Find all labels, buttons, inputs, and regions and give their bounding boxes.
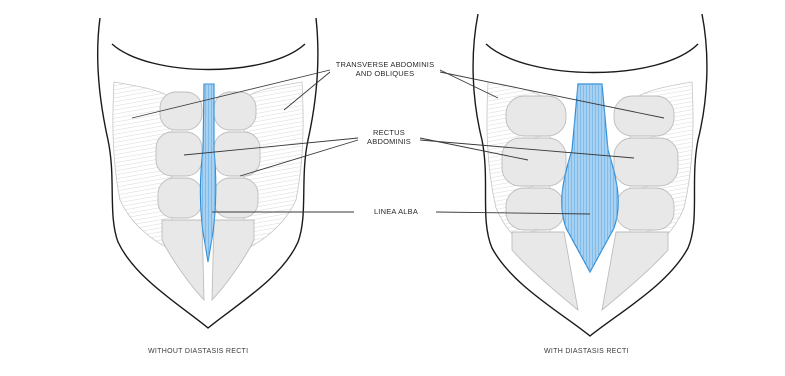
- label-rectus-line1: RECTUS: [358, 128, 420, 137]
- caption-without-diastasis: WITHOUT DIASTASIS RECTI: [148, 348, 248, 355]
- chest-outline-right: [486, 44, 698, 73]
- label-rectus-line2: ABDOMINIS: [358, 137, 420, 146]
- torso-without-diastasis: [98, 18, 318, 328]
- label-transverse-line2: AND OBLIQUES: [332, 69, 438, 78]
- linea-alba-wide-texture: [562, 84, 619, 272]
- label-linea-alba: LINEA ALBA: [356, 207, 436, 216]
- rectus-abdominis-right-side: [212, 92, 260, 300]
- label-transverse-line1: TRANSVERSE ABDOMINIS: [332, 60, 438, 69]
- rectus-abdominis-left-side: [156, 92, 204, 300]
- caption-with-diastasis: WITH DIASTASIS RECTI: [544, 348, 629, 355]
- chest-outline: [112, 44, 305, 70]
- label-rectus-abdominis: RECTUS ABDOMINIS: [358, 128, 420, 146]
- torso-with-diastasis: [473, 14, 707, 336]
- label-linea-alba-text: LINEA ALBA: [356, 207, 436, 216]
- label-transverse-abdominis: TRANSVERSE ABDOMINIS AND OBLIQUES: [332, 60, 438, 78]
